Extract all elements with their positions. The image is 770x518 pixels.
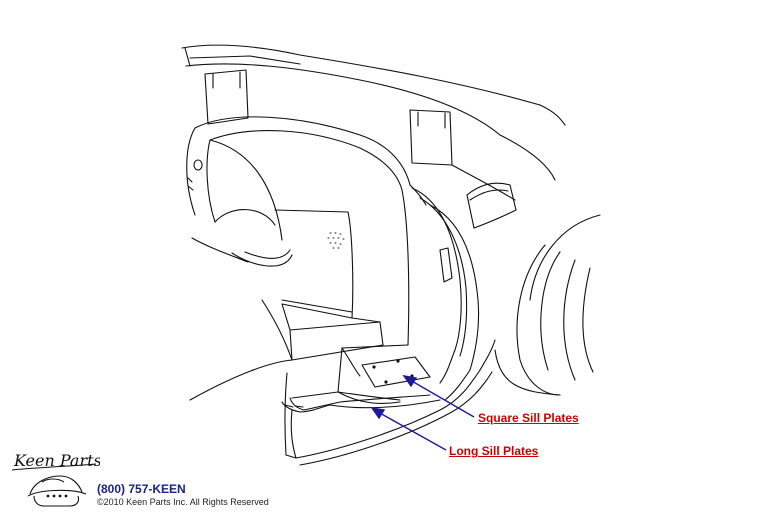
- long-sill-arrow-head: [370, 407, 386, 420]
- phone-number: (800) 757-KEEN: [97, 482, 186, 496]
- long-sill-arrow-line: [377, 411, 447, 451]
- long-sill-plates-link[interactable]: Long Sill Plates: [449, 444, 539, 458]
- copyright-notice: ©2010 Keen Parts Inc. All Rights Reserve…: [97, 497, 269, 507]
- keen-parts-logo: Keen Parts: [11, 451, 100, 507]
- square-sill-arrow-head: [402, 375, 418, 388]
- square-sill-plates-link[interactable]: Square Sill Plates: [478, 411, 579, 425]
- square-sill-arrow-line: [409, 379, 475, 418]
- callout-arrows: [370, 375, 475, 451]
